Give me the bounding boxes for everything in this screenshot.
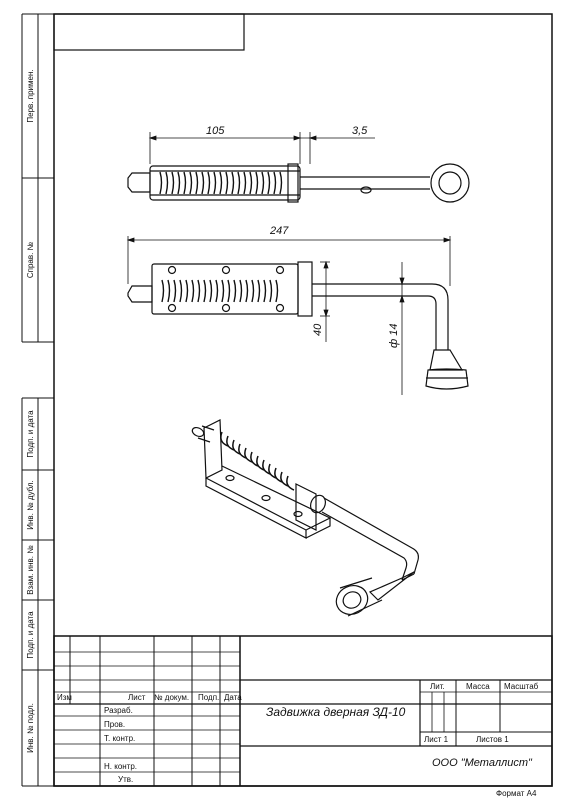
top-ring-handle: [430, 163, 470, 203]
dim-height: 40: [312, 323, 324, 336]
mounting-plate: [151, 263, 299, 315]
side-label-inv-dubl: Инв. № дубл.: [26, 480, 35, 530]
side-label-podp-data-1: Подп. и дата: [26, 410, 35, 458]
front-view-dimensions: [126, 236, 452, 395]
row-tkontr: Т. контр.: [104, 734, 135, 743]
knob-handle: [429, 349, 464, 371]
side-label-inv-podl: Инв. № подл.: [26, 703, 35, 753]
side-strip: [21, 13, 54, 787]
side-label-perv-primen: Перв. примен.: [26, 69, 35, 122]
iso-spring: [220, 431, 295, 491]
bent-rod: [312, 283, 449, 350]
title-block: [53, 635, 553, 787]
sheets-count: Листов 1: [476, 735, 509, 744]
dim-gap: 3,5: [352, 125, 368, 137]
top-view-dimensions: [148, 132, 375, 164]
title-block-text: Изм Лист № докум. Подп. Дата Разраб. Про…: [57, 682, 539, 784]
row-nkontr: Н. контр.: [104, 762, 137, 771]
drawing-title: Задвижка дверная ЗД-10: [266, 705, 406, 719]
sheet-number: Лист 1: [424, 735, 449, 744]
iso-base-plate: [205, 465, 332, 531]
side-label-sprav: Справ. №: [26, 241, 35, 278]
massa-label: Масса: [466, 682, 490, 691]
front-view: [127, 261, 469, 390]
row-razrab: Разраб.: [104, 706, 133, 715]
format-label: Формат А4: [496, 789, 537, 798]
row-prov: Пров.: [104, 720, 125, 729]
front-spring: [161, 279, 279, 303]
mounting-holes: [167, 265, 285, 313]
iso-rod: [321, 497, 419, 581]
isometric-view: [191, 419, 419, 617]
top-spring: [159, 171, 283, 195]
top-stamp-box: [53, 13, 245, 51]
company-name: ООО "Металлист": [432, 757, 533, 769]
col-data: Дата: [224, 693, 242, 702]
side-labels: Перв. примен. Справ. № Подп. и дата Инв.…: [26, 69, 35, 753]
col-podp: Подп.: [198, 693, 219, 702]
top-view: [127, 163, 470, 203]
col-izm: Изм: [57, 693, 72, 702]
iso-knob: [368, 571, 415, 601]
dim-total-length: 247: [269, 225, 289, 237]
lit-label: Лит.: [430, 682, 445, 691]
col-list: Лист: [128, 693, 146, 702]
side-label-podp-data-2: Подп. и дата: [26, 611, 35, 659]
col-ndokum: № докум.: [154, 693, 189, 702]
sheet-border: [53, 13, 553, 787]
dim-diameter: ф 14: [388, 324, 400, 348]
side-label-vzam-inv: Взам. инв. №: [26, 545, 35, 595]
masshtab-label: Масштаб: [504, 682, 539, 691]
row-utv: Утв.: [118, 775, 133, 784]
dim-spring-length: 105: [206, 125, 225, 137]
